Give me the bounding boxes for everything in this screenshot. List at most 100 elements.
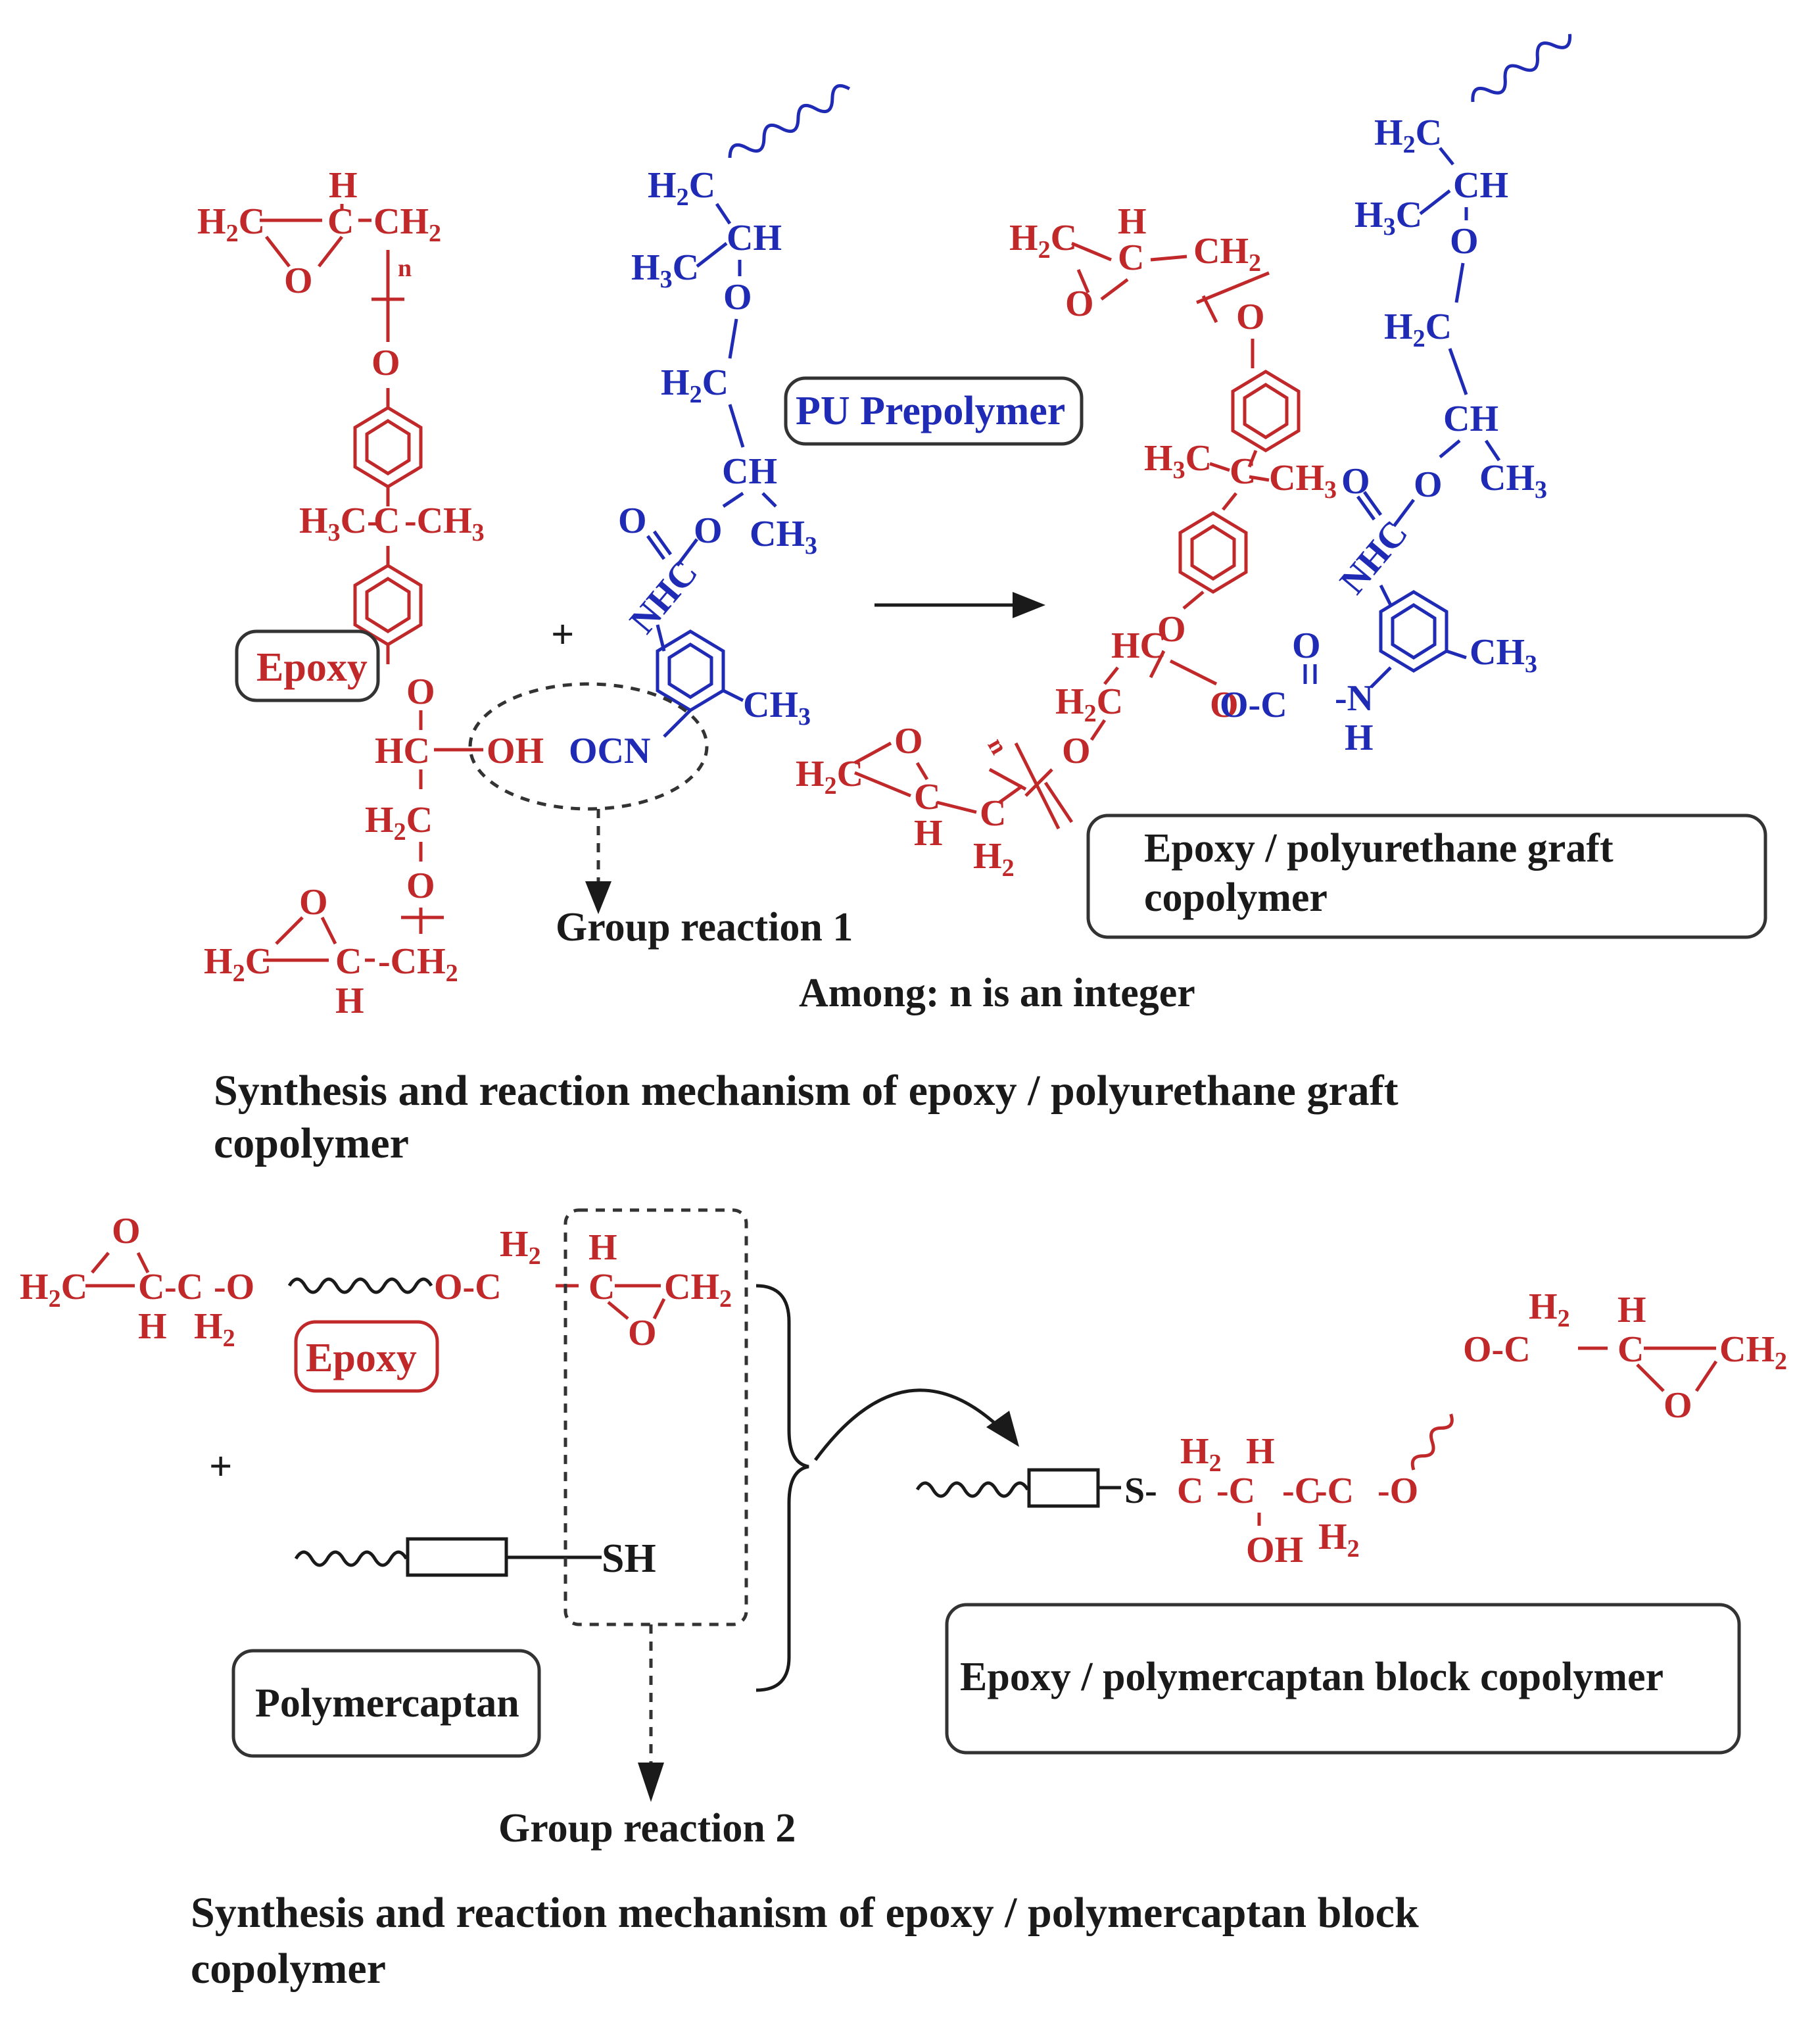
svg-text:H2: H2 [1529,1286,1570,1332]
svg-text:O: O [406,865,435,906]
svg-text:C: C [1230,451,1256,492]
svg-text:O: O [1065,283,1094,324]
svg-text:-C: -C [164,1267,203,1307]
svg-text:OH: OH [487,731,544,771]
svg-text:-O: -O [214,1267,254,1307]
plus-sign-bottom: + [209,1444,232,1489]
svg-text:-C: -C [1216,1471,1255,1511]
svg-text:OCN: OCN [569,731,650,771]
polymercaptan-label: Polymercaptan [255,1681,519,1726]
svg-text:O: O [1157,609,1186,650]
graft-copolymer-label-line1: Epoxy / polyurethane graft [1144,826,1614,871]
svg-text:O: O [1414,464,1443,505]
svg-text:CH: CH [727,218,782,258]
group-reaction-arrow-top [585,881,611,914]
reacting-groups-box [563,1208,748,1626]
epoxy-label-bottom: Epoxy [306,1336,417,1380]
graft-copolymer-label-box [1086,814,1767,939]
svg-text:O-C: O-C [1220,685,1287,725]
top-scheme: H2C H C CH2 O n O H3C- C -CH3 O HC [197,34,1767,1167]
svg-text:H2: H2 [500,1224,541,1270]
svg-text:O: O [1236,297,1265,337]
svg-text:CH: CH [722,451,777,492]
svg-text:CH2: CH2 [664,1267,732,1313]
svg-text:H: H [1345,718,1374,758]
svg-text:H: H [1246,1431,1275,1472]
svg-text:OH: OH [1246,1530,1303,1571]
svg-text:CH3: CH3 [1470,632,1537,678]
svg-text:H2: H2 [1318,1517,1360,1563]
svg-text:n: n [398,255,412,282]
svg-text:H: H [588,1227,617,1268]
group-reaction-arrow-bottom [638,1763,664,1802]
svg-text:C: C [1118,237,1144,278]
svg-text:CH2: CH2 [373,201,441,247]
epoxy-label-box [235,629,380,702]
svg-text:H2: H2 [973,836,1015,882]
svg-text:-CH3: -CH3 [404,500,485,547]
svg-text:C: C [588,1267,615,1307]
svg-text:C: C [138,1267,164,1307]
svg-text:O: O [371,343,400,383]
integer-note: Among: n is an integer [799,971,1195,1015]
pu-prepolymer-structure: H2C H3C CH O H2C CH O CH3 O NHC CH3 OCN [569,84,851,771]
graft-copolymer-label-line2: copolymer [1144,875,1328,920]
svg-text:H: H [138,1306,167,1347]
svg-text:O: O [618,500,647,541]
svg-text:-O: -O [1377,1471,1418,1511]
svg-text:H: H [914,813,943,854]
bottom-scheme: O H2C C H -C H2 -O O-C H2 H C CH2 O Epox… [20,1208,1787,1993]
svg-text:C: C [373,500,400,541]
svg-text:H2C: H2C [648,165,715,211]
svg-text:H2C: H2C [661,362,729,408]
svg-text:H2C: H2C [1009,218,1077,264]
block-copolymer-structure: S- C H2 -C H OH -C H2 -C -O O-C H2 H C C… [915,1286,1787,1571]
svg-text:CH: CH [1443,399,1498,439]
svg-text:O: O [1292,625,1321,666]
svg-text:C: C [1617,1329,1644,1370]
svg-text:-N: -N [1335,678,1374,719]
svg-text:CH3: CH3 [750,514,817,560]
svg-text:CH3: CH3 [743,685,811,731]
svg-text:H2C: H2C [1384,306,1452,353]
svg-text:HC: HC [375,731,430,771]
svg-text:H: H [1118,201,1147,242]
svg-text:n: n [982,733,1013,759]
svg-text:CH2: CH2 [1719,1329,1787,1375]
svg-text:O: O [1664,1385,1692,1426]
svg-text:S-: S- [1124,1471,1157,1511]
svg-text:C: C [1177,1471,1203,1511]
reacting-groups-highlight [468,682,709,811]
svg-text:H: H [1617,1290,1646,1330]
svg-text:O: O [299,882,328,923]
pu-prepolymer-label-box [784,376,1084,446]
svg-text:O: O [894,721,923,762]
polymercaptan-structure [294,1537,602,1577]
svg-text:O: O [1062,731,1091,771]
svg-text:-C: -C [1282,1471,1321,1511]
svg-text:-C: -C [1315,1471,1354,1511]
svg-text:O: O [628,1313,657,1353]
group-reaction-2-label: Group reaction 2 [498,1806,796,1851]
epoxy-label: Epoxy [256,645,368,690]
top-caption-line2: copolymer [214,1119,409,1167]
bottom-caption-line1: Synthesis and reaction mechanism of epox… [191,1889,1419,1937]
epoxy-chain-structure: O H2C C H -C H2 -O O-C H2 H C CH2 O [20,1211,732,1353]
plus-sign-top: + [551,612,574,657]
svg-text:H2C: H2C [1374,112,1442,158]
svg-text:O: O [723,277,752,318]
svg-text:CH: CH [1453,165,1508,206]
svg-text:H2C: H2C [796,754,863,800]
svg-text:H2C: H2C [204,941,272,987]
svg-text:NHC: NHC [1332,513,1416,602]
pu-prepolymer-label: PU Prepolymer [796,389,1065,433]
svg-text:H2: H2 [1180,1431,1222,1477]
svg-text:C: C [914,777,940,817]
svg-text:CH3: CH3 [1479,458,1547,504]
svg-text:H2: H2 [194,1306,235,1352]
svg-text:H2C: H2C [20,1267,87,1313]
svg-text:H3C: H3C [1354,195,1422,241]
group-reaction-1-label: Group reaction 1 [556,905,853,950]
svg-text:O: O [694,510,723,551]
